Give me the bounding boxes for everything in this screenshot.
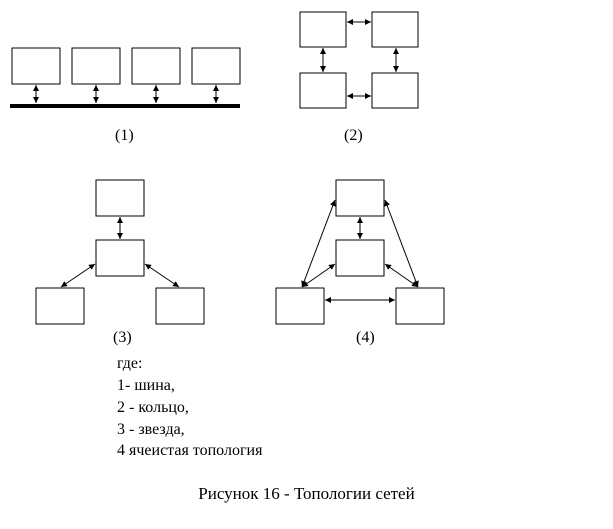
legend-item-bus: 1- шина, bbox=[117, 377, 175, 394]
ring-label: (2) bbox=[344, 127, 363, 144]
star-arrow-right bbox=[144, 263, 180, 288]
mesh-arrow-top-right bbox=[384, 199, 419, 288]
bus-node-3 bbox=[131, 47, 181, 85]
star-node-top bbox=[95, 179, 145, 217]
mesh-node-right bbox=[395, 287, 445, 325]
bus-line bbox=[10, 104, 240, 108]
figure-caption: Рисунок 16 - Топологии сетей bbox=[198, 484, 415, 503]
mesh-node-center bbox=[335, 239, 385, 277]
legend-item-star: 3 - звезда, bbox=[117, 421, 185, 438]
bus-topology bbox=[10, 47, 241, 108]
mesh-arrow-center-left bbox=[301, 263, 336, 288]
ring-node-top-right bbox=[371, 11, 419, 48]
mesh-arrow-top-left bbox=[301, 199, 336, 288]
ring-node-top-left bbox=[299, 11, 347, 48]
mesh-node-left bbox=[275, 287, 325, 325]
ring-node-bottom-right bbox=[371, 72, 419, 109]
star-label: (3) bbox=[113, 329, 132, 346]
mesh-topology bbox=[275, 179, 445, 325]
star-topology bbox=[35, 179, 205, 325]
bus-node-4 bbox=[191, 47, 241, 85]
ring-node-bottom-left bbox=[299, 72, 347, 109]
star-node-right bbox=[155, 287, 205, 325]
star-node-left bbox=[35, 287, 85, 325]
legend-title: где: bbox=[117, 355, 143, 372]
bus-node-1 bbox=[11, 47, 61, 85]
ring-topology bbox=[299, 11, 419, 109]
star-arrow-left bbox=[60, 263, 96, 288]
bus-label: (1) bbox=[115, 127, 134, 144]
mesh-node-top bbox=[335, 179, 385, 217]
legend-item-ring: 2 - кольцо, bbox=[117, 399, 189, 416]
legend-item-mesh: 4 ячеистая топология bbox=[117, 442, 263, 459]
bus-node-2 bbox=[71, 47, 121, 85]
mesh-arrow-center-right bbox=[384, 263, 419, 288]
mesh-label: (4) bbox=[356, 329, 375, 346]
star-hub bbox=[95, 239, 145, 277]
